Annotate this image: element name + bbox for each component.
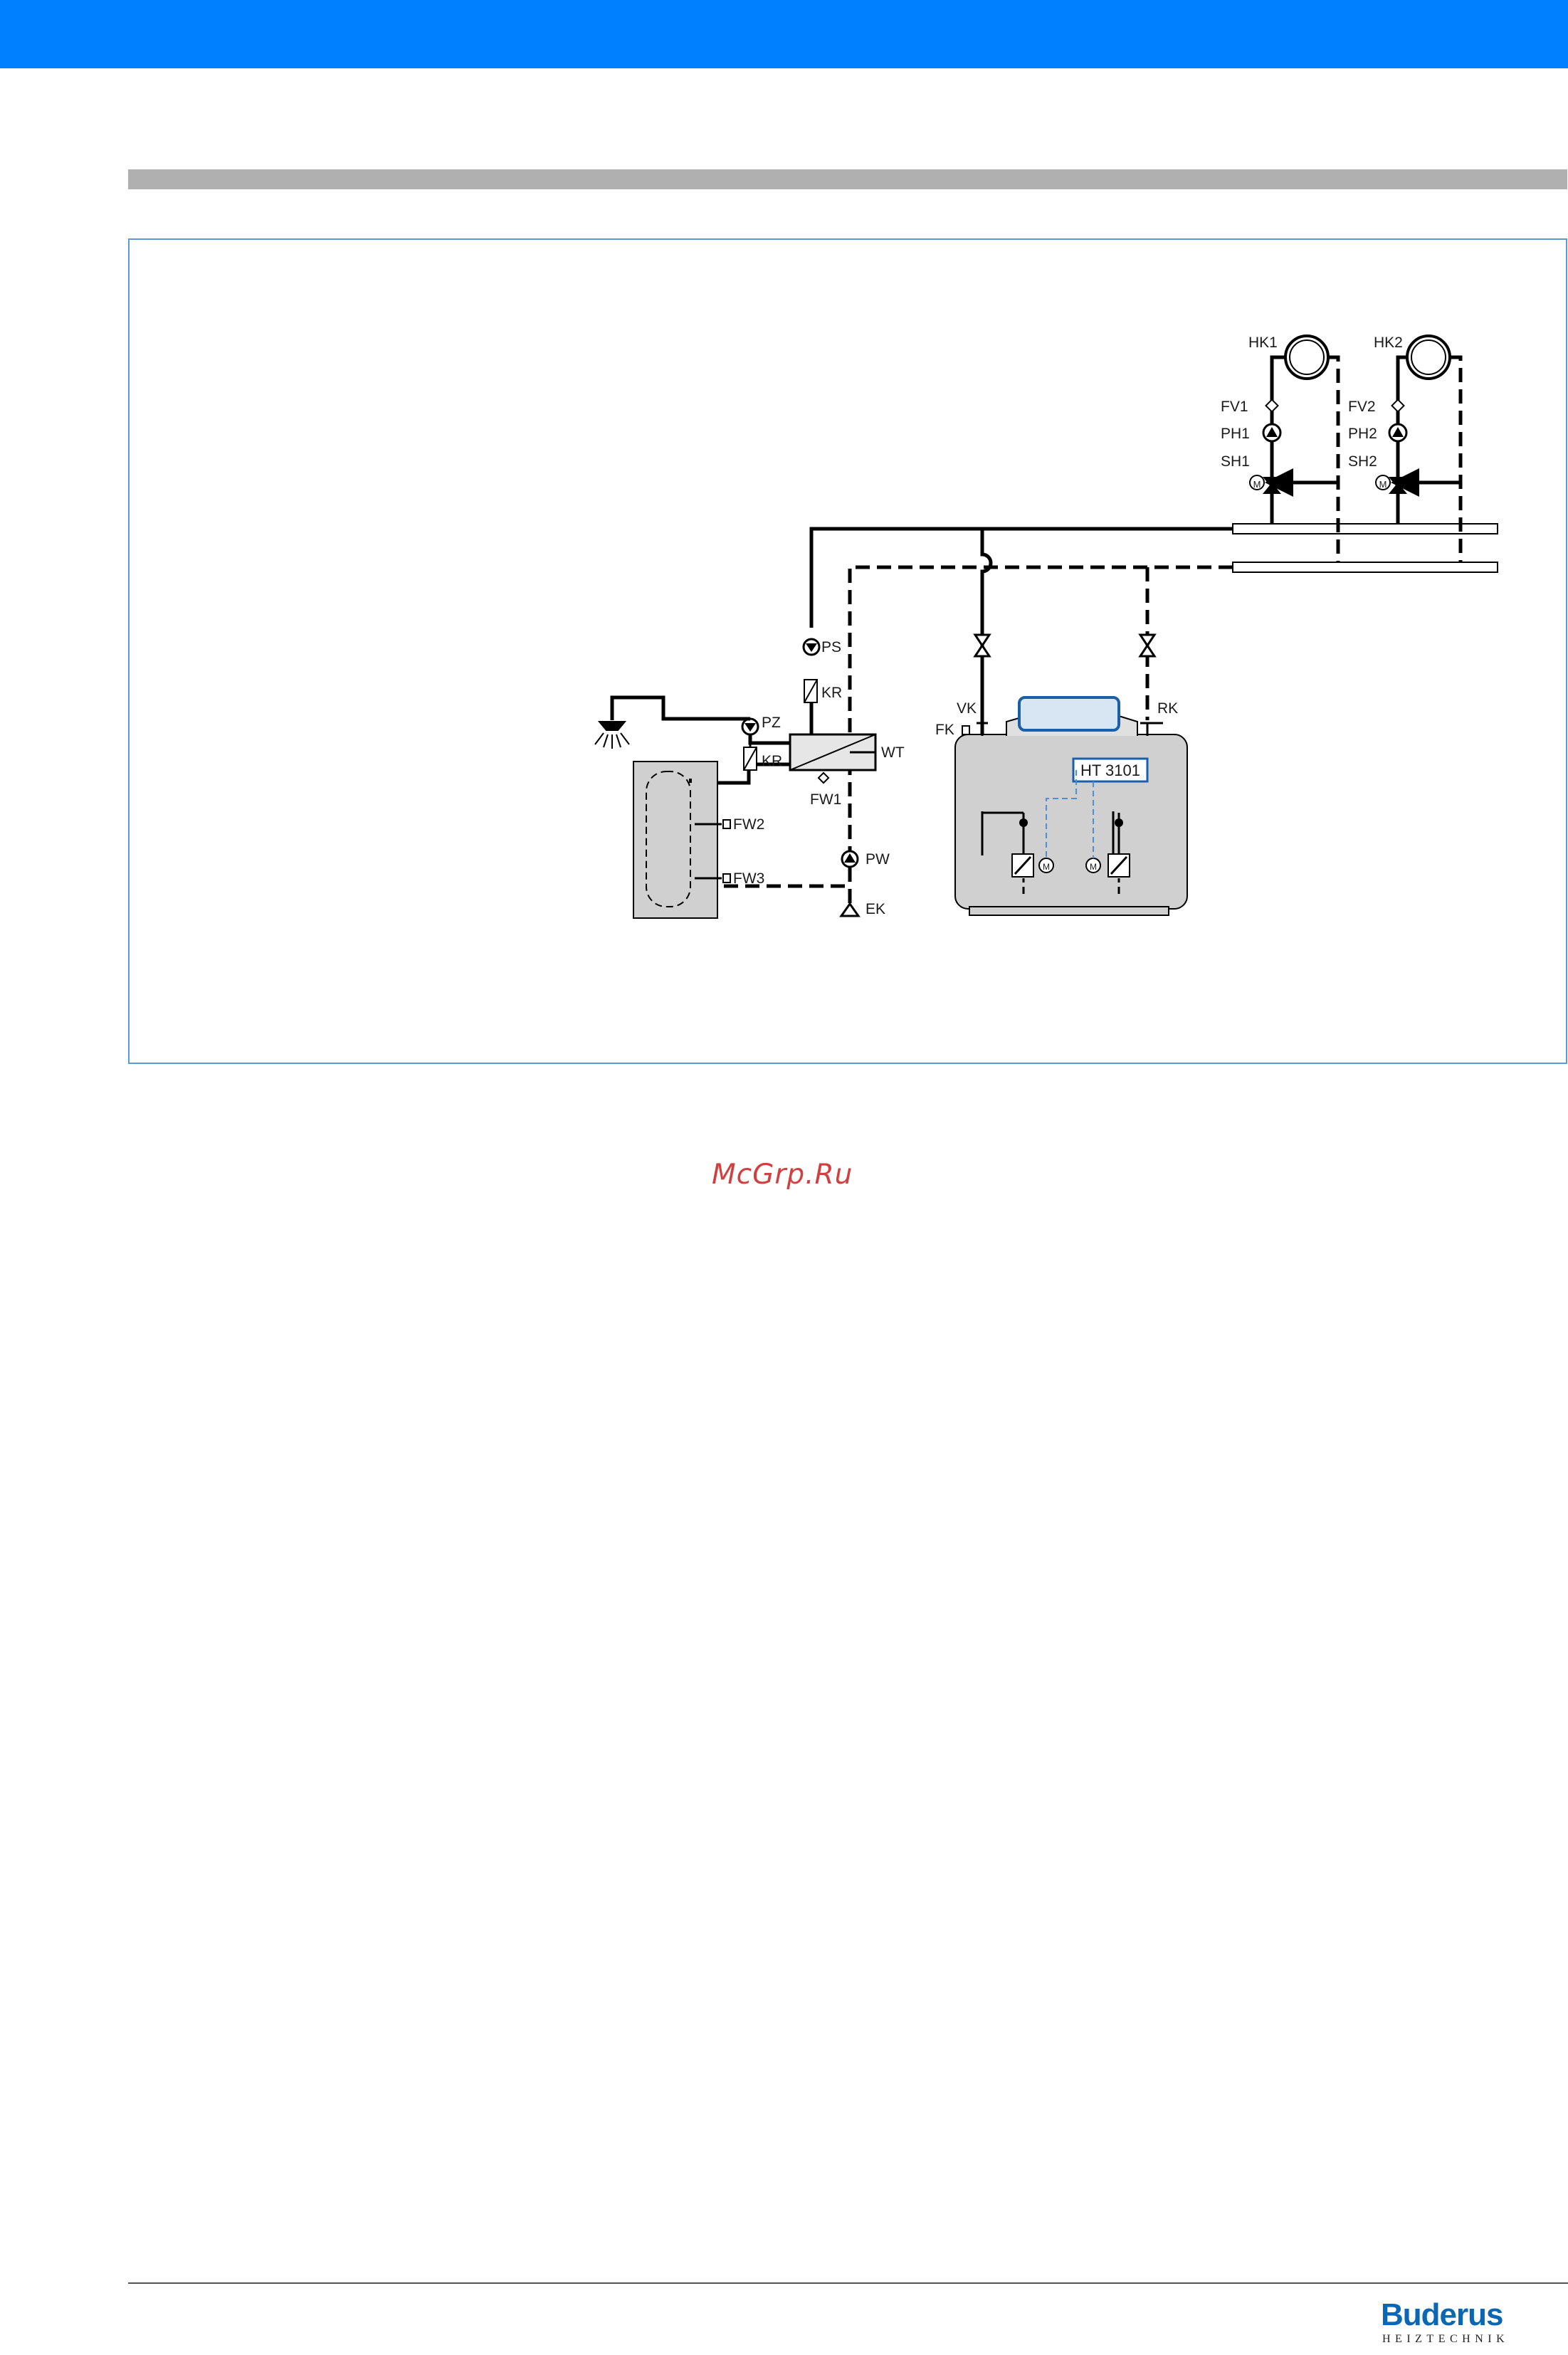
fw1-label: FW1 [810,791,841,808]
top-header-bar [0,0,1568,68]
svg-text:M: M [1379,479,1387,490]
fk-label: FK [935,722,954,738]
svg-text:HEIZTECHNIK: HEIZTECHNIK [1382,2333,1509,2345]
kr2-label: KR [762,753,782,769]
footer-rule [128,2282,1568,2284]
pz-label: PZ [762,715,781,731]
buderus-logo: Buderus HEIZTECHNIK [1381,2295,1559,2345]
shower-icon [595,722,629,749]
fv1-label: FV1 [1221,399,1248,415]
boiler: HT 3101 M M VK FK RK [935,697,1187,915]
hk2-label: HK2 [1374,334,1403,351]
ek-label: EK [865,901,885,917]
hk1-label: HK1 [1248,334,1278,351]
svg-text:M: M [1090,862,1097,872]
section-rule [128,169,1567,189]
svg-text:M: M [1253,479,1261,490]
dhw-storage-tank: FW2 FW3 [633,762,764,918]
vk-label: VK [957,700,977,717]
fw3-label: FW3 [733,870,764,887]
svg-text:Buderus: Buderus [1381,2297,1503,2332]
controller-label: HT 3101 [1080,762,1140,779]
shutoff-valves [975,635,1154,656]
kr1-label: KR [821,685,842,701]
watermark: McGrp.Ru [712,1159,853,1191]
diagram-frame: M HK1 FV1 PH1 SH1 M HK2 FV2 PH2 SH2 [128,238,1567,1064]
rk-label: RK [1157,700,1178,717]
fv2-label: FV2 [1348,399,1376,415]
svg-text:M: M [1043,862,1050,872]
pw-label: PW [865,851,890,868]
sh1-label: SH1 [1221,453,1250,470]
sh2-label: SH2 [1348,453,1377,470]
hydraulic-diagram: M HK1 FV1 PH1 SH1 M HK2 FV2 PH2 SH2 [130,240,1568,1065]
heating-manifold [1233,524,1498,572]
ph1-label: PH1 [1221,426,1250,442]
wt-label: WT [881,744,905,761]
ps-label: PS [821,639,841,655]
fw2-label: FW2 [733,816,764,833]
ph2-label: PH2 [1348,426,1377,442]
